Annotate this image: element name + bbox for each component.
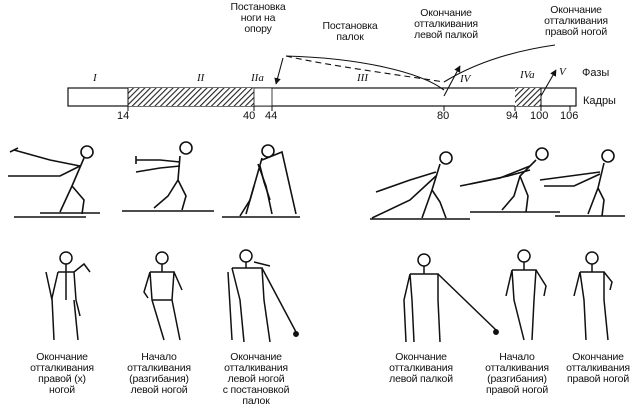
phase-label-iii: III	[357, 72, 368, 84]
caption-3: Окончание отталкивания левой ногой с пос…	[222, 351, 290, 407]
skier-figure-6	[539, 149, 615, 217]
phase-label-iia: IIa	[251, 72, 264, 84]
frames-axis-label: Кадры	[583, 95, 616, 107]
phase-label-i: I	[93, 72, 97, 84]
phase-label-v: V	[559, 66, 566, 78]
caption-6: Окончание отталкивания правой ногой	[566, 351, 630, 385]
ski-tracks	[14, 210, 625, 220]
front-figure-5	[505, 249, 547, 341]
phase-segment-iva	[515, 88, 541, 106]
frame-number-94: 94	[506, 110, 519, 122]
skier-figure-5	[459, 147, 549, 213]
event-connectors	[274, 44, 557, 97]
event-label-foot-placement: Постановка ноги на опору	[230, 1, 286, 35]
front-figure-6	[573, 251, 613, 341]
front-figure-2	[143, 251, 183, 341]
skier-figure-4	[371, 151, 453, 219]
phase-label-iva: IVa	[520, 69, 535, 81]
phases-axis-label: Фазы	[582, 67, 610, 79]
frame-number-80: 80	[437, 110, 450, 122]
caption-2: Начало отталкивания (разгибания) левой н…	[127, 351, 191, 396]
skier-figure-2	[135, 141, 193, 211]
front-figure-3	[227, 249, 299, 343]
event-label-end-right-leg: Окончание отталкивания правой ногой	[544, 4, 608, 38]
frame-number-106: 106	[560, 110, 579, 122]
frame-number-14: 14	[117, 110, 130, 122]
frame-number-40: 40	[243, 110, 256, 122]
phase-segment-iia	[253, 87, 273, 107]
event-label-end-left-pole: Окончание отталкивания левой палкой	[414, 7, 478, 41]
skier-figure-1	[8, 145, 94, 215]
skier-figure-3	[239, 144, 297, 217]
phase-label-ii: II	[197, 72, 205, 84]
phase-segment-ii	[128, 88, 254, 106]
frame-number-44: 44	[265, 110, 278, 122]
phase-label-iv: IV	[460, 73, 471, 85]
caption-1: Окончание отталкивания правой (х) ногой	[30, 351, 94, 396]
event-label-pole-placement: Постановка палок	[322, 20, 378, 43]
caption-5: Начало отталкивания (разгибания) правой …	[485, 351, 549, 396]
caption-4: Окончание отталкивания левой палкой	[389, 351, 453, 385]
front-figure-1	[45, 251, 91, 341]
front-figure-4	[403, 253, 499, 343]
phase-bar	[67, 87, 577, 111]
frame-number-100: 100	[530, 110, 549, 122]
